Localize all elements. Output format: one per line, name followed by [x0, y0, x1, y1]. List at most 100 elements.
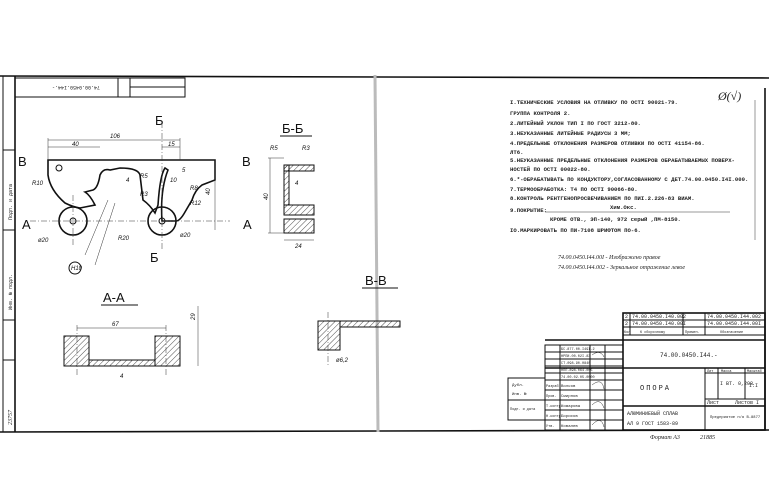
dim-h10: Н10 [71, 266, 83, 272]
left-strip: 23757 Инв. № подл. Подп. и дата [3, 149, 15, 425]
archive-no: 21885 [700, 435, 715, 441]
note-9b: КРОМЕ ОТВ., ЭП-140, 972 серый ,ПМ-8150. [550, 216, 681, 223]
code-stamp: 74.00.0450.I44.- [14, 77, 186, 98]
handwritten-line-2: 74.00.0450.I44.002 - Зеркальное отражени… [558, 264, 685, 271]
aa-dim-67: 67 [112, 322, 119, 328]
signatures [591, 352, 605, 428]
row1-qty: 2 [625, 314, 628, 320]
section-aa-view: А-А 67 29 4 [63, 290, 199, 380]
sign-date-label: Подп. и дата [510, 408, 535, 412]
dim-40: 40 [72, 142, 79, 148]
sheets-label: Листов I [735, 400, 759, 406]
mass-value: I ВТ. 0,208 [720, 381, 753, 387]
section-bb-view: Б-Б 40 24 4 R5 R3 [264, 121, 315, 250]
hdr-note: Примен. [685, 331, 700, 335]
material-line-1: АЛЮМИНИЕВЫЙ СПЛАВ [627, 409, 678, 417]
dim-40-vertical: 40 [206, 188, 212, 195]
technical-notes: I.ТЕХНИЧЕСКИЕ УСЛОВИЯ НА ОТЛИВКУ ПО ОСТI… [510, 89, 756, 240]
dim-phi20-left: ø20 [38, 238, 49, 244]
part-name: ОПОРА [640, 385, 671, 393]
dim-phi20-right: ø20 [180, 233, 191, 239]
aa-dim-4: 4 [120, 374, 124, 380]
lit-header: Лит [707, 370, 713, 374]
signer-name-1: Волков [561, 385, 576, 389]
cut-label-b-bottom: Б [150, 250, 159, 265]
signer-role-4: Н.контр. [546, 415, 563, 419]
hdr-qty: Кол [624, 331, 630, 335]
stamp-code: 74.00.0450.I44.- [52, 84, 100, 90]
dim-r5: R5 [140, 174, 148, 180]
hdr-code: Обозначение [720, 330, 743, 335]
scale-value: I:I [749, 383, 758, 389]
vv-dim-phi: ø6,2 [336, 358, 349, 364]
change-5: 74.00.02.05.0000 [561, 376, 595, 380]
change-4: НПП.898.064.005 [561, 369, 593, 373]
bb-dim-24: 24 [294, 244, 302, 250]
note-3: 3.НЕУКАЗАННЫЕ ЛИТЕЙНЫЕ РАДИУСЫ 3 ММ; [510, 130, 631, 137]
bb-dim-r3: R3 [302, 146, 310, 152]
dim-r3: R3 [140, 192, 148, 198]
cut-label-v-right: В [242, 154, 251, 169]
signer-role-2: Пров. [546, 395, 557, 399]
roughness-mark: Ø(√) [717, 89, 741, 103]
paper-fold [373, 74, 380, 433]
change-2: НРПИ.00.02I.83 [561, 355, 590, 359]
note-8: 8.КОНТРОЛЬ РЕНТГЕНОПРОСВЕЧИВАНИЕМ ПО ПИI… [510, 195, 695, 202]
organization: Предприятие п/я В-8877 [710, 415, 760, 420]
note-1b: ГРУППА КОНТРОЛЯ 2. [510, 110, 570, 117]
note-1: I.ТЕХНИЧЕСКИЕ УСЛОВИЯ НА ОТЛИВКУ ПО ОСТI… [510, 99, 678, 106]
sign-label: Подп. и дата [8, 184, 14, 220]
handwritten-notes: 74.00.0450.I44.00I - Изображено правое 7… [558, 254, 685, 271]
signer-name-4: Борисов [561, 415, 578, 419]
note-2: 2.ЛИТЕЙНЫЙ УКЛОН ТИП I ПО ГОСТ 3212-80. [510, 120, 641, 127]
note-4: 4.ПРЕДЕЛЬНЫЕ ОТКЛОНЕНИЯ РАЗМЕРОВ ОТЛИВКИ… [510, 140, 705, 147]
dim-10: 10 [170, 178, 177, 184]
title-block: 2 74.00.0450.I40.002 74.00.0450.I44.002 … [507, 312, 766, 441]
row2-qty: 2 [625, 321, 628, 327]
signer-role-3: Т.контр. [546, 405, 563, 409]
handwritten-line-1: 74.00.0450.I44.00I - Изображено правое [558, 254, 661, 261]
cut-label-v-left: В [18, 154, 27, 169]
format-label: Формат А3 [650, 435, 680, 441]
bb-dim-4: 4 [295, 181, 299, 187]
designation: 74.00.0450.I44.- [660, 352, 718, 359]
main-view: 106 40 15 4 5 10 R10 R5 R3 R8 R12 R20 ø2… [18, 113, 252, 275]
archive-number: 23757 [8, 409, 14, 425]
signer-role-5: Утв. [546, 425, 554, 429]
note-5b: НОСТЕЙ ПО ОСТI 00022-80. [510, 166, 591, 173]
bb-dim-40: 40 [264, 193, 270, 200]
signer-role-1: Разраб. [546, 384, 561, 389]
row2-ref: 74.00.0450.I40.00I [632, 321, 686, 327]
signer-name-2: Смирнов [561, 395, 578, 399]
dim-106: 106 [110, 134, 121, 140]
row1-ref: 74.00.0450.I40.002 [632, 314, 686, 320]
dim-r8: R8 [190, 186, 198, 192]
aa-dim-29: 29 [191, 313, 197, 321]
section-aa-title: А-А [103, 290, 125, 305]
dim-5: 5 [182, 168, 186, 174]
change-1: БС.877.00.I49I.2 [561, 348, 595, 352]
note-6: 6.*-ОБРАБАТЫВАТЬ ПО КОНДУКТОРУ,СОГЛАСОВА… [510, 176, 748, 183]
note-9-value: Хим.Окс. [610, 204, 637, 211]
note-9: 9.ПОКРЫТИЕ: [510, 207, 547, 214]
row1-code: 74.00.0450.I44.002 [707, 314, 761, 320]
cut-label-b-top: Б [155, 113, 164, 128]
dim-r20: R20 [118, 236, 130, 242]
inv-no-label: Инв. № [512, 392, 527, 397]
section-bb-title: Б-Б [282, 121, 303, 136]
dim-4: 4 [126, 178, 130, 184]
dim-15: 15 [168, 142, 175, 148]
hdr-ref: К сборочному [640, 330, 665, 335]
section-vv-view: В-В ø6,2 [317, 273, 401, 365]
signer-name-5: Ковалев [561, 425, 578, 429]
mass-header: Масса [721, 370, 732, 374]
signer-name-3: Комарова [561, 405, 581, 409]
note-4b: ЛТ6. [510, 149, 523, 156]
dim-r12: R12 [190, 201, 202, 207]
section-vv-title: В-В [365, 273, 387, 288]
scale-header: Масштаб [747, 369, 762, 374]
dim-r10: R10 [32, 181, 44, 187]
change-3: СТ.098.90.0840 [561, 362, 590, 366]
cut-label-a-left: А [22, 217, 31, 232]
